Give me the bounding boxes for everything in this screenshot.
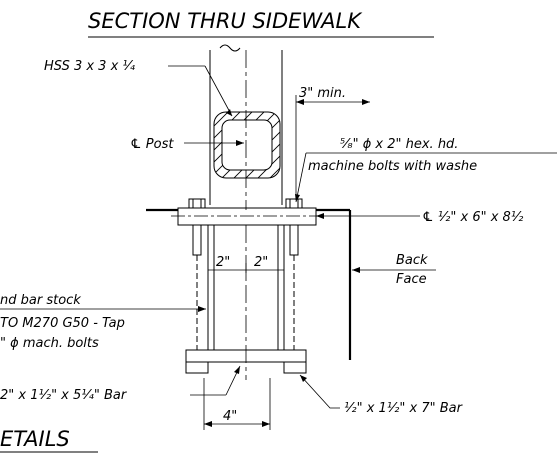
bolts-label-line2: machine bolts with washe — [308, 159, 477, 174]
plate-label: ℄ ¹⁄₂" x 6" x 8¹⁄₂ — [422, 210, 523, 225]
bolt-left — [192, 224, 202, 350]
bolts-label-line1: ⁵⁄₈" ϕ x 2" hex. hd. — [340, 137, 458, 152]
bar-left-label: 2" x 1¹⁄₂" x 5¹⁄₄" Bar — [0, 388, 128, 403]
stock-label-line1: nd bar stock — [0, 293, 81, 308]
details-title: ETAILS — [0, 427, 70, 451]
dim-right-label: 2" — [254, 255, 268, 270]
nut-bottom-left — [185, 361, 209, 374]
dim-bottom-label: 4" — [223, 409, 237, 424]
sidewalk-edge — [146, 208, 352, 360]
nut-bottom-right — [283, 361, 307, 374]
back-label: Back — [396, 253, 428, 268]
stock-label-line2: TO M270 G50 - Tap — [0, 316, 125, 331]
base-plate — [177, 207, 317, 226]
dimension-4in — [203, 378, 271, 430]
dimension-2in — [207, 263, 285, 277]
stock-label-line3: " ϕ mach. bolts — [0, 336, 99, 351]
bar-right-label: ¹⁄₂" x 1¹⁄₂" x 7" Bar — [344, 401, 464, 416]
hss-label: HSS 3 x 3 x ¹⁄₄ — [44, 59, 136, 74]
cl-post-label: ℄ Post — [130, 137, 174, 152]
bolt-right — [289, 224, 299, 350]
min-dim-label: 3" min. — [299, 86, 346, 101]
face-label: Face — [396, 272, 427, 287]
nut-top-left — [188, 198, 206, 209]
dimension-3in-min — [295, 95, 370, 200]
hss-post — [209, 44, 283, 210]
dim-left-label: 2" — [216, 255, 230, 270]
section-title: SECTION THRU SIDEWALK — [88, 9, 363, 33]
nut-top-right — [285, 198, 303, 209]
bar-stock-legs — [207, 225, 285, 350]
hss-tube-section — [213, 111, 281, 179]
